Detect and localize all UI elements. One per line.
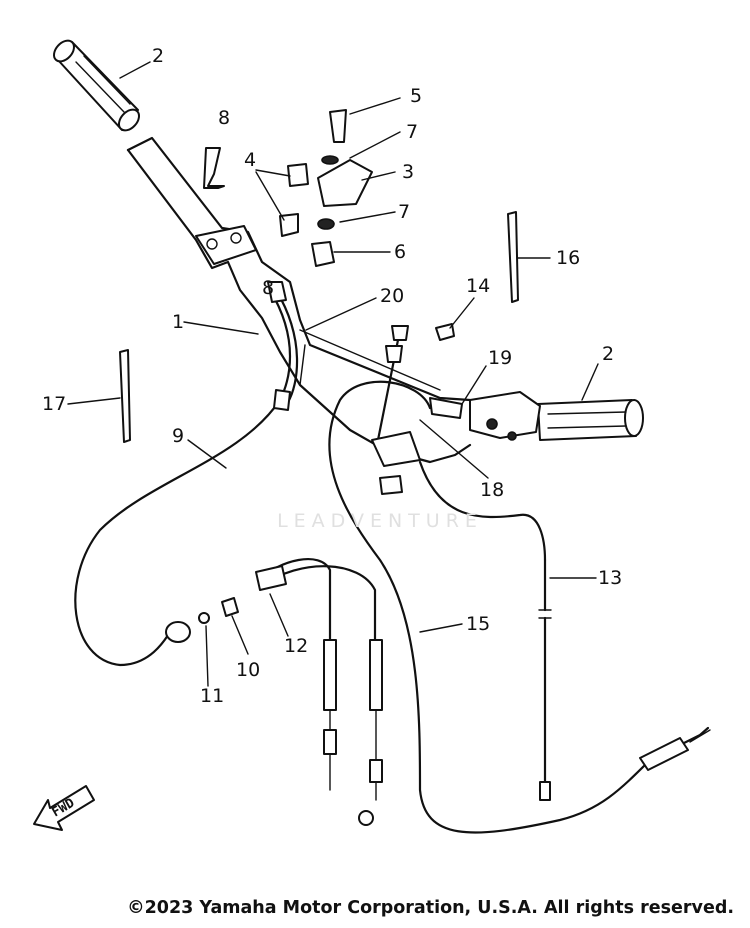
leader-lines bbox=[67, 61, 599, 687]
callout-14: 14 bbox=[466, 275, 490, 297]
callout-8-top: 8 bbox=[218, 107, 230, 129]
callout-17: 17 bbox=[42, 393, 66, 415]
callout-19: 19 bbox=[488, 347, 512, 369]
right-grip bbox=[537, 399, 644, 441]
callout-9: 9 bbox=[172, 425, 184, 447]
cable-12 bbox=[198, 558, 383, 826]
cable-tie-17 bbox=[119, 349, 131, 443]
clamp-hardware bbox=[203, 109, 373, 267]
callout-3: 3 bbox=[402, 161, 414, 183]
callout-15: 15 bbox=[466, 613, 490, 635]
callout-7-lower: 7 bbox=[398, 201, 410, 223]
watermark: LEADVENTURE bbox=[277, 510, 483, 532]
callout-1: 1 bbox=[172, 311, 184, 333]
left-grip bbox=[53, 39, 140, 132]
cable-13 bbox=[418, 460, 552, 801]
callout-4: 4 bbox=[244, 149, 256, 171]
callout-2-left-grip: 2 bbox=[152, 45, 164, 67]
callout-7-upper: 7 bbox=[406, 121, 418, 143]
clutch-cable bbox=[74, 281, 299, 667]
callout-10: 10 bbox=[236, 659, 260, 681]
callout-5: 5 bbox=[410, 85, 422, 107]
handlebar bbox=[126, 136, 472, 464]
callout-16: 16 bbox=[556, 247, 580, 269]
callout-20: 20 bbox=[380, 285, 404, 307]
throttle-housing bbox=[429, 391, 541, 441]
callout-18: 18 bbox=[480, 479, 504, 501]
copyright-notice: ©2023 Yamaha Motor Corporation, U.S.A. A… bbox=[127, 898, 734, 918]
upper-cables bbox=[371, 323, 455, 495]
callout-8-right: 8 bbox=[262, 277, 274, 299]
throttle-cable bbox=[328, 380, 711, 834]
callout-6: 6 bbox=[394, 241, 406, 263]
callout-13: 13 bbox=[598, 567, 622, 589]
callout-2-right-grip: 2 bbox=[602, 343, 614, 365]
callouts: 2 8 5 7 4 3 7 6 16 20 14 1 2 19 17 9 18 … bbox=[42, 45, 622, 707]
callout-12: 12 bbox=[284, 635, 308, 657]
callout-11: 11 bbox=[200, 685, 224, 707]
fwd-arrow: FWD bbox=[33, 785, 95, 831]
cable-tie-16 bbox=[507, 211, 519, 303]
